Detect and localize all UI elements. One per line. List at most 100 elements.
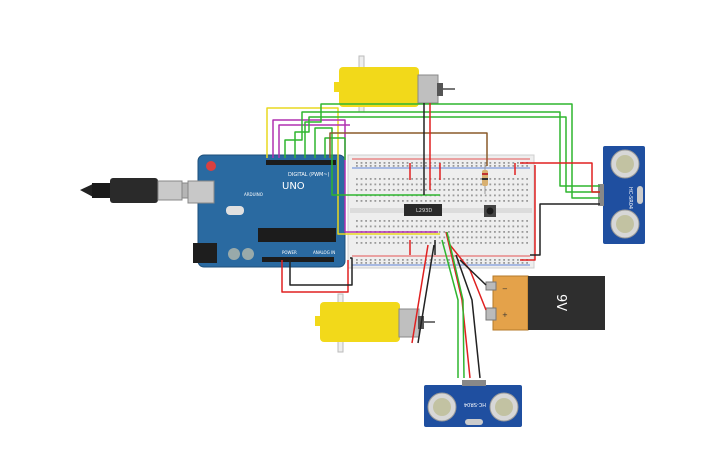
breadboard-hole: [494, 236, 496, 239]
breadboard-hole: [480, 259, 482, 261]
breadboard-hole: [466, 225, 469, 228]
breadboard-hole: [420, 262, 423, 264]
breadboard-hole: [388, 242, 390, 244]
breadboard-hole: [374, 236, 377, 239]
breadboard-hole: [397, 178, 400, 180]
breadboard-hole: [383, 183, 386, 186]
breadboard-hole: [471, 220, 473, 222]
breadboard-hole: [494, 262, 496, 264]
breadboard-hole: [480, 231, 482, 233]
breadboard-hole: [383, 189, 386, 191]
breadboard-hole: [438, 262, 441, 264]
wires: [266, 103, 600, 379]
breadboard-hole: [512, 242, 515, 244]
breadboard-hole: [406, 165, 409, 167]
breadboard-hole: [420, 220, 423, 222]
breadboard-hole: [406, 162, 409, 164]
breadboard-hole: [448, 194, 450, 197]
breadboard-hole: [475, 189, 478, 191]
chip-label: L293D: [416, 208, 432, 214]
breadboard-hole: [507, 183, 510, 186]
breadboard-hole: [388, 225, 390, 228]
breadboard-hole: [498, 200, 501, 202]
breadboard-hole: [356, 259, 358, 261]
breadboard-hole: [415, 220, 418, 222]
breadboard-hole: [411, 189, 413, 191]
breadboard-hole: [429, 236, 432, 239]
breadboard-hole: [526, 236, 528, 239]
breadboard-hole: [480, 220, 482, 222]
breadboard-hole: [397, 165, 400, 167]
breadboard-hole: [489, 220, 492, 222]
breadboard-hole: [461, 162, 464, 164]
breadboard-hole: [489, 225, 492, 228]
breadboard-hole: [383, 220, 386, 222]
breadboard-hole: [517, 236, 519, 239]
breadboard-hole: [443, 162, 446, 164]
breadboard-hole: [429, 220, 432, 222]
breadboard-hole: [443, 225, 446, 228]
wire-purple-1: [272, 119, 438, 233]
breadboard-hole: [443, 262, 446, 264]
wire-green-6: [446, 231, 465, 379]
breadboard-hole: [452, 183, 455, 186]
breadboard-hole: [475, 220, 478, 222]
breadboard: [347, 154, 535, 269]
wire-motor-bottom-red: [411, 244, 429, 344]
breadboard-hole: [379, 165, 381, 167]
atmega-chip: [258, 228, 336, 242]
breadboard-hole: [388, 189, 390, 191]
breadboard-hole: [494, 183, 496, 186]
breadboard-hole: [420, 178, 423, 180]
breadboard-hole: [489, 236, 492, 239]
breadboard-hole: [448, 231, 450, 233]
breadboard-hole: [356, 262, 358, 264]
breadboard-hole: [369, 183, 372, 186]
breadboard-hole: [475, 231, 478, 233]
breadboard-hole: [425, 225, 427, 228]
breadboard-hole: [425, 242, 427, 244]
breadboard-hole: [503, 162, 505, 164]
breadboard-hole: [461, 236, 464, 239]
breadboard-hole: [438, 242, 441, 244]
breadboard-hole: [489, 162, 492, 164]
breadboard-hole: [512, 236, 515, 239]
breadboard-hole: [415, 200, 418, 202]
breadboard-hole: [434, 200, 436, 202]
breadboard-hole: [443, 231, 446, 233]
breadboard-hole: [420, 242, 423, 244]
breadboard-hole: [466, 220, 469, 222]
breadboard-hole: [425, 162, 427, 164]
breadboard-hole: [452, 242, 455, 244]
breadboard-hole: [406, 236, 409, 239]
breadboard-hole: [448, 178, 450, 180]
breadboard-hole: [448, 200, 450, 202]
push-button-icon[interactable]: [484, 205, 496, 217]
breadboard-hole: [429, 225, 432, 228]
wire-red-1: [520, 162, 600, 193]
breadboard-hole: [434, 225, 436, 228]
breadboard-hole: [392, 259, 395, 261]
reset-button[interactable]: [206, 161, 216, 171]
breadboard-hole: [374, 165, 377, 167]
breadboard-hole: [512, 231, 515, 233]
breadboard-hole: [438, 220, 441, 222]
battery-minus: −: [502, 285, 508, 293]
breadboard-holes: [356, 162, 528, 264]
breadboard-hole: [388, 200, 390, 202]
breadboard-hole: [374, 262, 377, 264]
breadboard-hole: [411, 162, 413, 164]
breadboard-hole: [480, 200, 482, 202]
breadboard-hole: [420, 183, 423, 186]
breadboard-hole: [379, 183, 381, 186]
wire-green-3: [304, 103, 600, 199]
breadboard-hole: [517, 262, 519, 264]
breadboard-hole: [507, 162, 510, 164]
arduino-board: DIGITAL (PWM~) UNO ARDUINO POWER ANALOG …: [187, 154, 346, 268]
breadboard-hole: [461, 231, 464, 233]
breadboard-hole: [484, 236, 487, 239]
breadboard-hole: [360, 262, 363, 264]
breadboard-hole: [494, 200, 496, 202]
breadboard-hole: [411, 200, 413, 202]
